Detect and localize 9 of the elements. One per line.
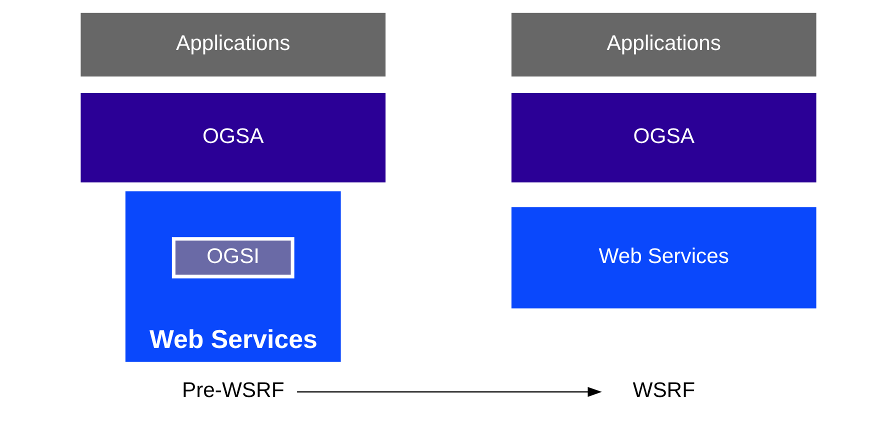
node-box: Applications [80, 12, 386, 76]
node-text: Pre-WSRF [181, 379, 284, 402]
node-box: Applications [510, 12, 816, 76]
node-text: WSRF [632, 379, 695, 402]
node-box: OGSA [510, 92, 816, 182]
node-box: OGSA [80, 92, 386, 182]
node-box: Web Services [510, 207, 816, 308]
node-box: OGSI [171, 237, 294, 278]
arrow [296, 386, 602, 397]
